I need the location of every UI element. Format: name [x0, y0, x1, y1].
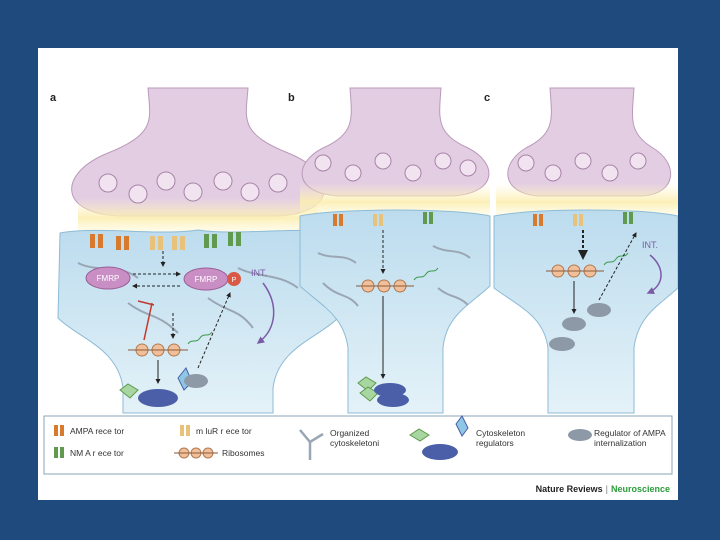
legend-mglur-label: m luR r ece tor: [196, 426, 252, 436]
journal-footer: Nature Reviews|Neuroscience: [536, 484, 670, 494]
figure-panel: FMRP FMRP P INT.: [38, 48, 678, 500]
vesicles-a: [98, 171, 288, 204]
cyto-regulator-green-a: [119, 383, 139, 399]
mglur-receptors-b: [373, 214, 383, 226]
fmrp-left: [85, 266, 131, 290]
fmrp-right-label: FMRP: [195, 275, 218, 284]
panel-c: INT.: [493, 87, 678, 414]
legend-box: [43, 415, 673, 475]
legend-ampa-label: AMPA rece tor: [70, 426, 125, 436]
phosphate: [227, 272, 241, 286]
vesicles-c: [517, 152, 647, 182]
footer-brand: Nature Reviews: [535, 484, 603, 494]
cytoskeleton-b: [317, 245, 471, 307]
panel-a: FMRP FMRP P INT.: [57, 87, 339, 414]
int-label-c: INT.: [642, 240, 658, 250]
ampa-receptors-c: [533, 214, 543, 226]
panel-label-b: b: [288, 92, 295, 104]
phosphate-label: P: [232, 277, 237, 284]
legend-cyto-regulator-icon: [409, 415, 469, 460]
nmda-receptors-c: [623, 212, 633, 224]
legend-cytoskeleton-icon: [299, 429, 324, 460]
nmda-receptors-a: [204, 232, 241, 248]
legend-nmda-icon: [54, 447, 64, 458]
ampa-regulators-c: [549, 303, 611, 351]
ampa-regulator-a: [184, 374, 208, 388]
cyto-regulators-b: [357, 376, 409, 407]
footer-separator: |: [605, 484, 608, 494]
synapse-diagram: FMRP FMRP P INT.: [43, 87, 678, 475]
legend-cyto-regulators-label: Cytoskeleton regulators: [476, 428, 526, 448]
postsynaptic-spine-b: [299, 209, 491, 414]
legend-ampa-regulator-icon: [568, 429, 592, 441]
legend-ampa-regulator-label: Regulator of AMPA internalization: [594, 428, 666, 448]
legend-nmda-label: NM A r ece tor: [70, 448, 124, 458]
cyto-regulator-a: [138, 389, 178, 407]
panel-b: [299, 87, 491, 414]
mglur-receptors-c: [573, 214, 583, 226]
nmda-receptors-b: [423, 212, 433, 224]
footer-journal: Neuroscience: [610, 484, 670, 494]
legend-mglur-icon: [180, 425, 190, 436]
legend-cytoskeleton-label: Organized cytoskeletoni: [330, 428, 380, 448]
presynaptic-terminal-c: [507, 87, 671, 197]
ampa-receptors-a: [90, 234, 129, 250]
panel-label-a: a: [50, 92, 57, 104]
presynaptic-terminal-b: [301, 87, 490, 197]
ampa-receptors-b: [333, 214, 343, 226]
legend-ribosomes-label: Ribosomes: [222, 448, 265, 458]
fmrp-left-label: FMRP: [97, 274, 120, 283]
postsynaptic-spine-c: [493, 209, 678, 414]
vesicles-b: [314, 152, 477, 182]
panel-label-c: c: [484, 92, 491, 104]
int-label-a: INT.: [251, 268, 267, 278]
mglur-receptors-a: [150, 236, 185, 250]
legend-ampa-icon: [54, 425, 64, 436]
